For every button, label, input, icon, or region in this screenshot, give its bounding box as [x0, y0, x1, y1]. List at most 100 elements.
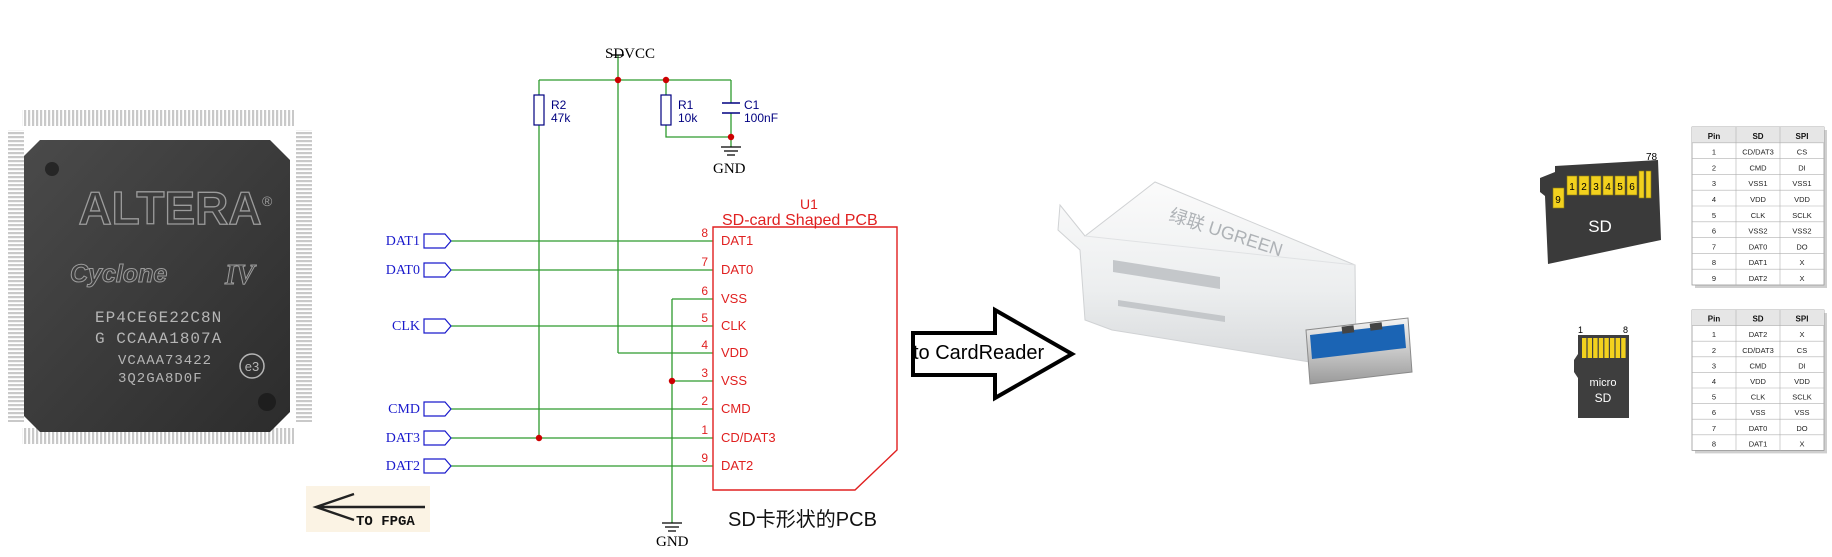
table-cell: VDD: [1750, 195, 1766, 204]
port-label: DAT0: [386, 263, 420, 278]
table-cell: CS: [1797, 148, 1807, 157]
table-cell: 9: [1712, 274, 1716, 283]
table-cell: CD/DAT3: [1742, 148, 1774, 157]
table-cell: X: [1799, 258, 1804, 267]
chip-pins-right: [296, 130, 312, 422]
u1-pin-name: CMD: [721, 401, 751, 416]
u1-pin-name: CLK: [721, 318, 747, 333]
to-fpga-label: TO FPGA: [306, 486, 430, 532]
table-header-cell: SPI: [1796, 132, 1809, 141]
to-fpga-background: [306, 486, 430, 532]
u1-pin-number: 1: [701, 423, 708, 437]
r1-name: R1: [678, 98, 694, 112]
table-cell: CS: [1797, 346, 1807, 355]
u1-pin-number: 8: [701, 226, 708, 240]
sd-contact-number: 2: [1581, 182, 1587, 193]
table-header-bg: [1692, 127, 1824, 143]
u1-pin-number: 2: [701, 394, 708, 408]
table-cell: 7: [1712, 424, 1716, 433]
resistor-icon: [660, 94, 672, 126]
table-cell: VDD: [1750, 377, 1766, 386]
usb-card-reader: 绿联 UGREEN: [1057, 181, 1413, 385]
chip-pins-left: [8, 130, 24, 422]
u1-pin-name: VSS: [721, 373, 747, 388]
micro-sd-pins: [1582, 338, 1626, 358]
table-cell: VSS2: [1748, 227, 1767, 236]
usb-hole: [1341, 325, 1355, 334]
u1-pin-number: 3: [701, 366, 708, 380]
table-cell: DAT0: [1749, 424, 1768, 433]
chip-part-number: EP4CE6E22C8N: [95, 309, 222, 327]
u1-pin-name: DAT1: [721, 233, 753, 248]
micro-pin-left-label: 1: [1578, 325, 1583, 335]
u1-ref: U1: [800, 196, 818, 212]
table-cell: DAT2: [1749, 330, 1768, 339]
port-flag-icon: [423, 458, 452, 474]
gnd-top-symbol: GND: [713, 146, 746, 177]
sd-contact: [1626, 175, 1638, 196]
table-cell: 1: [1712, 148, 1716, 157]
table-cell: 6: [1712, 227, 1716, 236]
schematic: SDVCC R2 47k R1 10k C1 100nF GND GND: [386, 46, 898, 550]
sd-pin78-label: 78: [1646, 152, 1658, 163]
chip-e3-circle: [239, 353, 265, 379]
u1-sd-shaped-pcb: U1 SD-card Shaped PCB SD卡形状的PCB: [712, 196, 898, 531]
table-cell: 7: [1712, 242, 1716, 251]
r2-value: 47k: [551, 111, 571, 125]
junction-dot: [727, 133, 735, 141]
table-header-bg: [1692, 310, 1824, 326]
junction-dot: [535, 434, 543, 442]
u1-pin-name: CD/DAT3: [721, 430, 776, 445]
sd-contact-number: 1: [1569, 182, 1575, 193]
table-cell: SCLK: [1792, 211, 1812, 220]
ground-icon: [721, 146, 741, 156]
u1-outline: [712, 226, 898, 491]
chip-corner-dot: [258, 393, 276, 411]
table-header-cell: SD: [1752, 132, 1763, 141]
schematic-wires: [538, 55, 732, 523]
resistor-r2: R2 47k: [533, 94, 571, 126]
capacitor-icon: [722, 102, 740, 114]
ground-icon: [662, 522, 682, 532]
chip-pins-top: [22, 110, 294, 126]
u1-caption: SD卡形状的PCB: [728, 508, 877, 531]
sd-contact: [1645, 170, 1652, 199]
micro-sd-contact: [1621, 338, 1626, 358]
resistor-r1: R1 10k: [660, 94, 698, 126]
sd-contact-number: 5: [1617, 182, 1623, 193]
table-cell: 1: [1712, 330, 1716, 339]
micro-sd-contact: [1593, 338, 1598, 358]
junctions: [535, 76, 735, 442]
table-cell: X: [1799, 274, 1804, 283]
sd-slot-icon: [1113, 260, 1220, 289]
micro-sd-contact: [1598, 338, 1604, 358]
table-cell: DAT1: [1749, 258, 1768, 267]
sd-contact: [1590, 175, 1602, 196]
table-cell: SCLK: [1792, 393, 1812, 402]
chip-family-suffix: IV: [224, 260, 257, 291]
table-cell: DI: [1798, 163, 1806, 172]
table-cell: 6: [1712, 408, 1716, 417]
micro-sd-contact: [1615, 338, 1620, 358]
port-flag-icon: [423, 262, 452, 278]
chip-pin1-dot: [45, 162, 59, 176]
micro-sd-label-line1: micro: [1590, 377, 1617, 389]
table-cell: VSS: [1750, 408, 1765, 417]
chip-family: Cyclone: [70, 260, 167, 288]
sdvcc-symbol: SDVCC: [605, 46, 655, 62]
sd-contact-number: 9: [1555, 195, 1561, 206]
chip-line3: VCAAA73422: [118, 353, 212, 369]
reader-edge: [1084, 235, 1356, 266]
micro-sd-slot-icon: [1118, 300, 1225, 322]
table-cell: 3: [1712, 179, 1716, 188]
port-label: CMD: [388, 402, 420, 417]
chip-e3-mark: e3: [245, 359, 259, 374]
u1-pin-number: 7: [701, 255, 708, 269]
gnd-top-label: GND: [713, 161, 746, 177]
u1-pin-name: DAT2: [721, 458, 753, 473]
table-header-cell: SD: [1752, 315, 1763, 324]
table-header-cell: Pin: [1708, 315, 1721, 324]
